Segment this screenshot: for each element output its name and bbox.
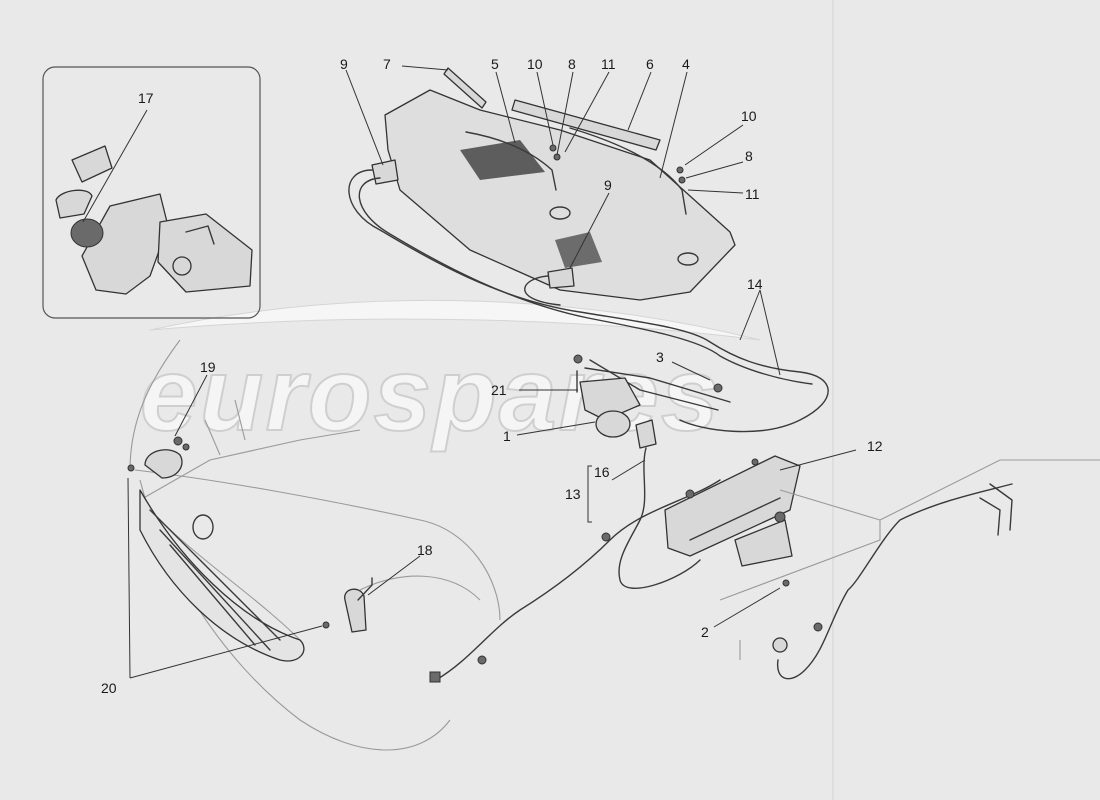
callout-13: 13 [565, 486, 581, 502]
callout-18: 18 [417, 542, 433, 558]
horn-18 [344, 588, 367, 633]
wiring-harness [429, 479, 1013, 683]
callout-16: 16 [594, 464, 610, 480]
callout-10: 10 [527, 56, 543, 72]
wiper-motor-assembly [573, 354, 731, 438]
callout-4: 4 [682, 56, 690, 72]
inset-cap-gasket [71, 145, 113, 183]
linkage-rod [584, 367, 731, 403]
inset-frame [42, 66, 261, 319]
callout-20: 20 [101, 680, 117, 696]
grille-badge [192, 514, 214, 540]
callout-3: 3 [656, 349, 664, 365]
callout-21: 21 [491, 382, 507, 398]
callout-19: 19 [200, 359, 216, 375]
callout-7: 7 [383, 56, 391, 72]
wiper-arm-left [465, 131, 557, 191]
wiper-arm-right [569, 127, 687, 215]
inset-bracket [157, 213, 253, 293]
callout-5: 5 [491, 56, 499, 72]
inset-hose [185, 225, 215, 245]
callout-10-right: 10 [741, 108, 757, 124]
wiper-arm-cover [443, 67, 487, 109]
linkage-rod-2 [589, 359, 719, 411]
callout-2: 2 [701, 624, 709, 640]
callout-9: 9 [340, 56, 348, 72]
callout-12: 12 [867, 438, 883, 454]
reservoir-pump [734, 519, 793, 567]
callout-1: 1 [503, 428, 511, 444]
callout-labels: 9 7 5 10 8 11 6 4 10 8 11 9 14 3 21 1 12… [101, 56, 883, 696]
callout-11-right: 11 [745, 186, 760, 202]
leader-lines [82, 65, 857, 679]
horn-19 [144, 449, 183, 479]
inset-pump [172, 256, 192, 276]
washer-nozzle-left [371, 159, 399, 185]
wiper-blade [511, 99, 661, 151]
callout-6: 6 [646, 56, 654, 72]
wiper-motor [595, 410, 631, 438]
front-grille [139, 489, 305, 662]
watermark-text: eurospares [140, 337, 721, 453]
horns [127, 436, 373, 633]
inset-detail [42, 66, 261, 319]
callout-11: 11 [601, 56, 616, 72]
washer-hoses [348, 169, 829, 433]
inset-filler-cap [70, 218, 104, 248]
callout-8: 8 [568, 56, 576, 72]
callout-9-center: 9 [604, 177, 612, 193]
cowl-grille-center [555, 232, 602, 268]
watermark: eurospares [139, 299, 761, 454]
callout-8-right: 8 [745, 148, 753, 164]
callout-14: 14 [747, 276, 763, 292]
washer-reservoir [664, 455, 801, 587]
inset-seal [55, 189, 93, 219]
wiper-arms [371, 67, 687, 289]
washer-pump [618, 419, 701, 589]
washer-nozzle-center [547, 267, 575, 289]
callout-17: 17 [138, 90, 154, 106]
